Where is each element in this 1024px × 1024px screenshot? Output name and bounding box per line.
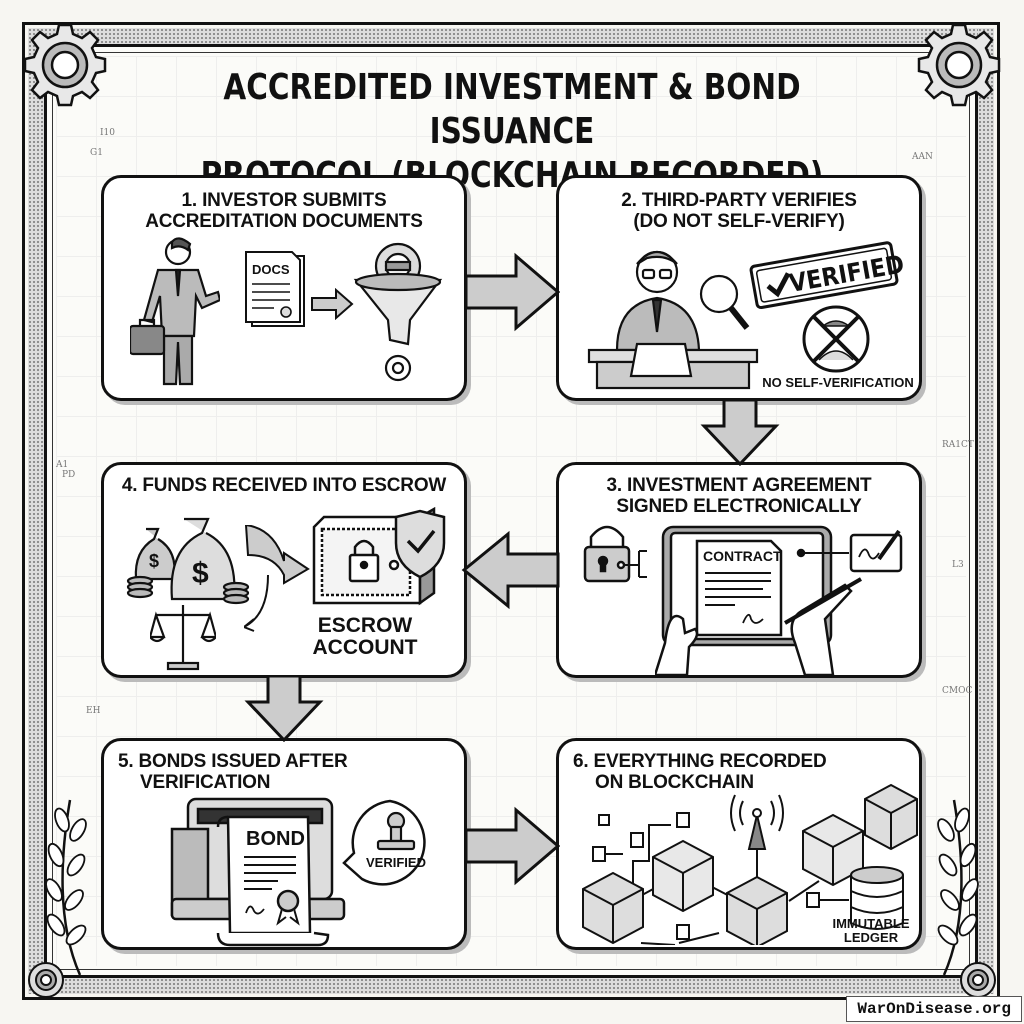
margin-note: I10 xyxy=(100,128,116,138)
margin-note: L3 xyxy=(952,560,964,570)
flow-arrow-3-to-4 xyxy=(461,530,560,610)
step-3-title: 3. INVESTMENT AGREEMENT SIGNED ELECTRONI… xyxy=(606,475,872,517)
step-1-title: 1. INVESTOR SUBMITS ACCREDITATION DOCUME… xyxy=(145,190,423,232)
outer-frame xyxy=(22,22,1000,1000)
margin-note: CMOC xyxy=(942,686,973,696)
verified-bubble-label: VERIFIED xyxy=(366,855,426,870)
no-self-verification-caption: NO SELF-VERIFICATION xyxy=(762,375,914,390)
margin-note: EH xyxy=(86,706,101,716)
contract-label: CONTRACT xyxy=(703,548,782,564)
flow-arrow-1-to-2 xyxy=(466,252,560,332)
gear-icon xyxy=(23,23,107,107)
flow-arrow-2-to-3 xyxy=(700,400,780,466)
immutable-ledger-caption: IMMUTABLE LEDGER xyxy=(832,916,910,945)
scales-icon xyxy=(150,605,216,671)
verifier-person-icon xyxy=(587,250,759,390)
docs-label: DOCS xyxy=(252,262,290,277)
step-3-panel: 3. INVESTMENT AGREEMENT SIGNED ELECTRONI… xyxy=(556,462,922,678)
gear-icon xyxy=(28,962,64,998)
verified-stamp-icon: VERIFIED xyxy=(749,241,903,310)
margin-note: A1 xyxy=(56,460,69,470)
title-line-1: ACCREDITED INVESTMENT & BOND ISSUANCE xyxy=(223,67,801,152)
bond-label: BOND xyxy=(246,828,305,850)
documents-icon: DOCS xyxy=(245,251,305,327)
padlock-icon xyxy=(583,525,647,583)
blockchain-network-icon xyxy=(582,783,918,945)
step-4-title: 4. FUNDS RECEIVED INTO ESCROW xyxy=(121,475,447,496)
frame-band xyxy=(28,28,994,994)
step-2-title: 2. THIRD-PARTY VERIFIES (DO NOT SELF-VER… xyxy=(621,190,857,232)
step-1-panel: 1. INVESTOR SUBMITS ACCREDITATION DOCUME… xyxy=(101,175,467,401)
laurel-left-icon xyxy=(45,799,87,976)
step-2-panel: 2. THIRD-PARTY VERIFIES (DO NOT SELF-VER… xyxy=(556,175,922,401)
watermark: WarOnDisease.org xyxy=(846,996,1022,1022)
laurel-right-icon xyxy=(937,799,979,976)
tablet-contract-icon: CONTRACT xyxy=(655,525,903,677)
step-5-panel: 5. BONDS ISSUED AFTER VERIFICATION BOND xyxy=(101,738,467,950)
flow-arrow-5-to-6 xyxy=(466,806,560,886)
funnel-gear-icon xyxy=(353,242,443,382)
flow-arrow-4-to-5 xyxy=(244,676,324,742)
escrow-account-caption: ESCROW ACCOUNT xyxy=(312,614,418,659)
margin-note: PD xyxy=(62,470,76,480)
step-4-panel: 4. FUNDS RECEIVED INTO ESCROW $ $ xyxy=(101,462,467,678)
gear-icon xyxy=(917,23,1001,107)
escrow-safe-icon xyxy=(312,507,446,606)
currency-symbol: $ xyxy=(149,551,159,571)
step-6-title: 6. EVERYTHING RECORDED ON BLOCKCHAIN xyxy=(573,751,827,793)
arrow-right-icon xyxy=(311,288,354,320)
margin-note: G1 xyxy=(90,148,103,158)
investor-icon xyxy=(130,237,220,386)
money-bags-icon: $ $ xyxy=(126,517,250,605)
step-6-panel: 6. EVERYTHING RECORDED ON BLOCKCHAIN xyxy=(556,738,922,950)
currency-symbol: $ xyxy=(192,557,209,590)
funds-flow-arrow-icon xyxy=(244,525,310,632)
margin-note: RA1CT xyxy=(942,440,974,450)
no-self-verification-icon xyxy=(802,305,870,373)
bond-printer-icon: BOND xyxy=(170,797,346,947)
step-5-title: 5. BONDS ISSUED AFTER VERIFICATION xyxy=(118,751,348,793)
verified-bubble-icon: VERIFIED xyxy=(342,799,426,886)
margin-note: AAN xyxy=(912,152,933,162)
inner-frame-line xyxy=(52,52,970,970)
